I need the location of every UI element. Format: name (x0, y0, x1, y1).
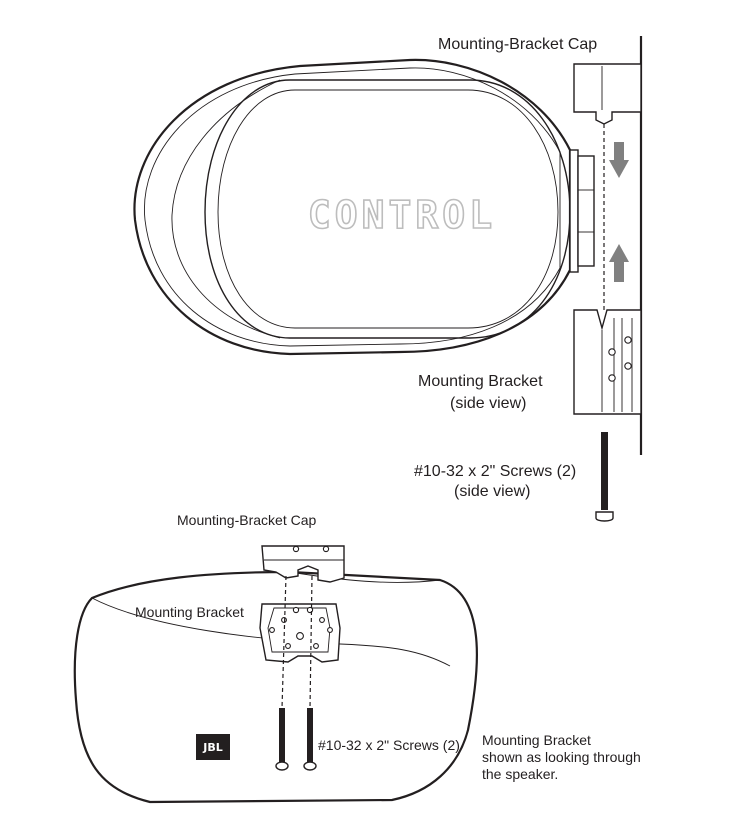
screw-guide-left (281, 575, 287, 709)
bracket-side (573, 309, 642, 415)
screw-side-view (595, 432, 614, 522)
speaker-enclosure (133, 58, 572, 356)
note-line2: shown as looking through (482, 749, 641, 765)
bracket-plate-front (259, 603, 341, 663)
screw-right (303, 708, 317, 771)
arrow-up-icon (609, 244, 629, 282)
arrow-down-icon (609, 142, 629, 178)
screws-label-bottom: #10-32 x 2" Screws (2) (318, 737, 460, 753)
screw-left (275, 708, 289, 771)
speaker-back-plate (569, 149, 579, 273)
speaker-side-ridge (171, 79, 281, 339)
screws-label-top-line2: (side view) (454, 483, 530, 500)
speaker-body-rear (73, 570, 479, 804)
note-line3: the speaker. (482, 766, 558, 782)
brand-watermark: CONTROL (308, 193, 496, 237)
bracket-label-bottom: Mounting Bracket (135, 604, 244, 620)
speaker-back-plug (577, 155, 595, 267)
bracket-cap-side (573, 63, 642, 125)
bracket-label-top-line1: Mounting Bracket (418, 373, 543, 390)
bracket-label-top-line2: (side view) (450, 395, 526, 412)
jbl-logo-icon: JBL (196, 734, 230, 760)
cap-label-bottom: Mounting-Bracket Cap (177, 512, 317, 528)
screw-guide-right (309, 575, 313, 709)
speaker-grille (204, 79, 571, 339)
bottom-rear-view: JBL Mounting-Bracket Cap Mounting Bracke… (73, 512, 641, 804)
top-side-view: CONTROL (133, 36, 643, 522)
speaker-grille-inner (217, 89, 559, 329)
speaker-shell-inner (143, 67, 561, 347)
screws-label-top-line1: #10-32 x 2" Screws (2) (414, 463, 576, 480)
bracket-cap-front (261, 545, 345, 583)
note-line1: Mounting Bracket (482, 732, 591, 748)
cap-label-top: Mounting-Bracket Cap (438, 36, 597, 53)
svg-text:JBL: JBL (202, 741, 223, 754)
